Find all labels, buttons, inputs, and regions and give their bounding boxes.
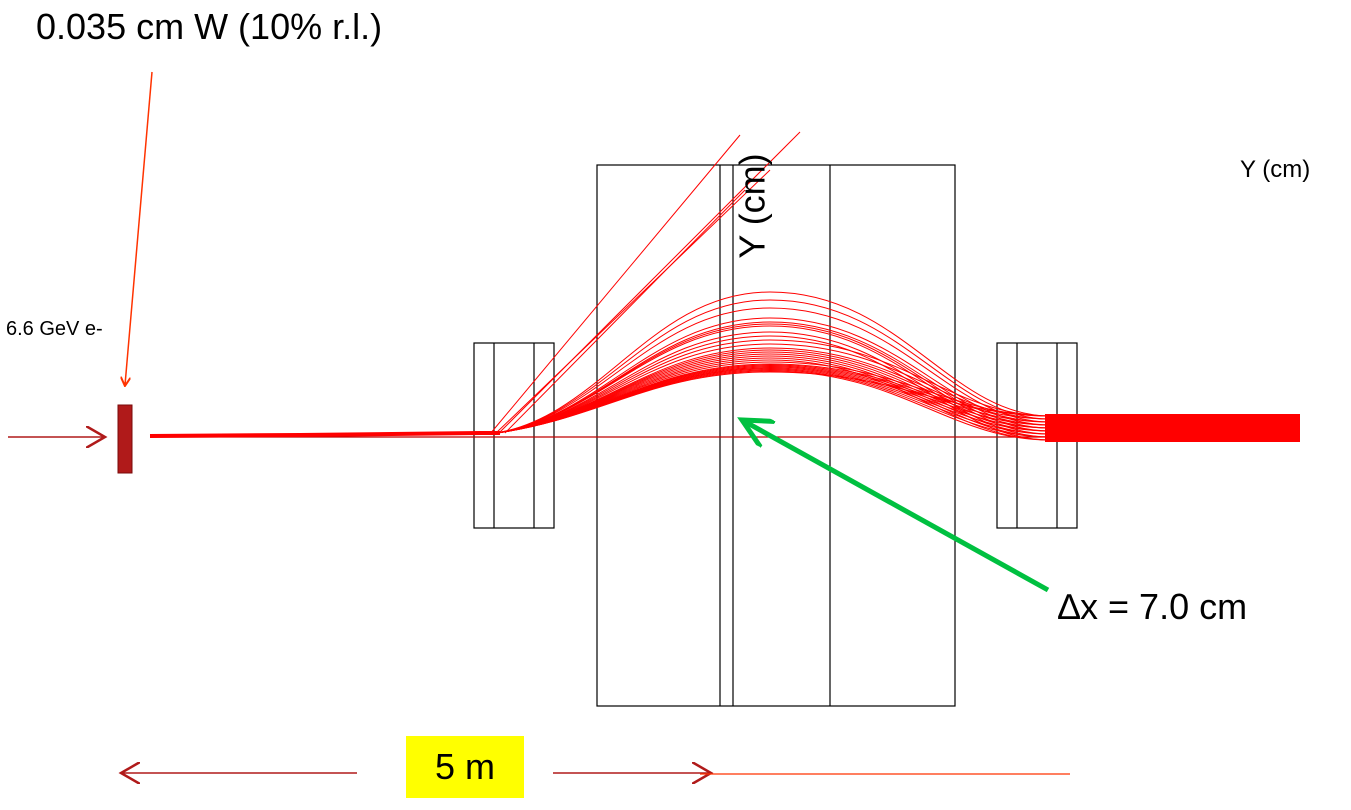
beam-label: 6.6 GeV e-: [6, 318, 103, 340]
y-axis-label-right: Y (cm): [1240, 156, 1311, 183]
outgoing-beam: [1045, 414, 1300, 442]
target-label: 0.035 cm W (10% r.l.): [36, 6, 383, 47]
trajectory: [489, 343, 1300, 435]
electron-trajectories: [489, 131, 1300, 441]
trajectory: [489, 335, 1300, 441]
y-axis-label-rotated: Y (cm): [731, 153, 773, 259]
trajectory: [489, 299, 1300, 435]
escaping-trajectory: [504, 189, 746, 434]
tungsten-target: [117, 404, 133, 474]
escaping-trajectory: [494, 169, 771, 435]
left-quadrupole: [473, 342, 555, 529]
deflection-arrow: [742, 420, 1050, 593]
trajectory: [489, 331, 1300, 438]
escaping-trajectory: [489, 134, 741, 435]
trajectory: [489, 291, 1300, 435]
dipole-magnet: [596, 164, 956, 707]
incoming-beam: [149, 431, 500, 438]
trajectory: [489, 339, 1300, 435]
scale-label: 5 m: [406, 736, 524, 798]
trajectory: [489, 371, 1300, 435]
trajectory: [489, 307, 1300, 435]
target-pointer-arrow: [125, 71, 153, 385]
escaping-trajectory: [499, 131, 801, 433]
deflection-label: ∆x = 7.0 cm: [1058, 586, 1248, 627]
